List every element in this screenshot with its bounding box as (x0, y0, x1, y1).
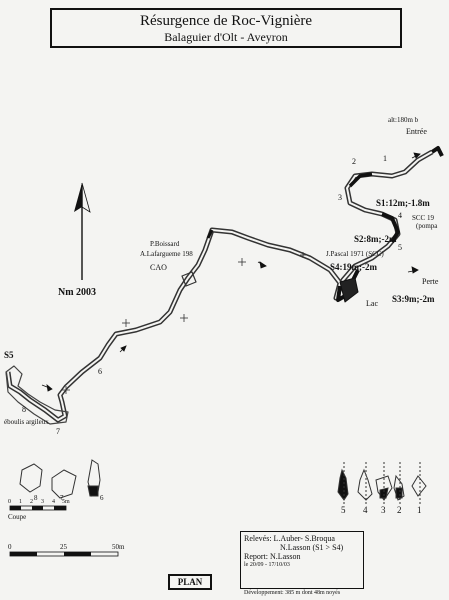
coupe-tick-4: 4 (52, 499, 55, 505)
s1-label: S1:12m;-1.8m (376, 198, 430, 208)
cave-gallery (5, 146, 444, 425)
perte-label: Perte (422, 277, 439, 286)
section-number-1: 1 (383, 154, 387, 163)
credits-releves: Relevés: L.Auber- S.Broqua (244, 534, 335, 543)
coupe-tick-0: 0 (8, 499, 11, 505)
flow-arrows (41, 152, 421, 392)
map-title: Résurgence de Roc-Vignière (139, 13, 313, 29)
north-label: Nm 2003 (58, 287, 97, 298)
right-section-4: 4 (363, 505, 368, 515)
section-number-3: 3 (338, 193, 342, 202)
section-number-4: 4 (398, 211, 402, 220)
development-text: Développement: 385 m dont 48m noyés (244, 590, 341, 596)
credits-lasson: N.Lasson (S1 > S4) (280, 543, 344, 552)
scale-tick-0: 0 (8, 543, 12, 551)
section-number-5: 5 (398, 243, 402, 252)
coupe-scale-bar (9, 505, 67, 511)
section-number-8: 8 (22, 405, 26, 414)
scale-tick-50: 50m (112, 543, 125, 551)
title-box: Résurgence de Roc-Vignière Balaguier d'O… (50, 8, 402, 48)
scale-tick-25: 25 (60, 543, 67, 551)
coupe-label: Coupe (8, 513, 27, 521)
coupe-number-7: 7 (60, 494, 64, 502)
coupe-tick-3: 3 (41, 499, 44, 505)
section-number-2: 2 (352, 157, 356, 166)
right-section-3: 3 (381, 505, 386, 515)
pompage-label: (pompa (416, 222, 438, 230)
coupe-number-6: 6 (100, 494, 104, 502)
scc-label: SCC 19 (412, 214, 434, 222)
map-subtitle: Balaguier d'Olt - Aveyron (164, 30, 288, 44)
right-section-5: 5 (341, 505, 346, 515)
credits-box: Relevés: L.Auber- S.Broqua N.Lasson (S1 … (240, 531, 364, 589)
credits-dates: le 20/09 - 17/10/03 (244, 562, 290, 568)
s4-label: S4:19m;-2m (330, 262, 377, 272)
cao-label: CAO (150, 263, 167, 272)
section-number-7: 7 (56, 427, 60, 436)
altitude-label: alt:180m b (388, 116, 419, 124)
north-arrow-icon (74, 182, 91, 280)
survey-crosses (62, 252, 306, 394)
eboulis-label: éboulis argileux (4, 418, 49, 426)
main-scale-bar (9, 551, 119, 557)
coupe-tick-1: 1 (19, 499, 22, 505)
coupe-sections (19, 459, 101, 499)
right-section-2: 2 (397, 505, 402, 515)
s2-label: S2:8m;-2m (354, 234, 397, 244)
s3-label: S3:9m;-2m (392, 294, 435, 304)
coupe-number-8: 8 (34, 494, 38, 502)
entrance-label: Entrée (406, 127, 427, 136)
lac-label: Lac (366, 299, 378, 308)
credits-report: Report: N.Lasson (244, 552, 301, 561)
coupe-tick-2: 2 (30, 499, 33, 505)
coupe-tick-5: 5m (62, 499, 70, 505)
plan-label: PLAN (168, 574, 212, 590)
section-number-6: 6 (98, 367, 102, 376)
right-sections (337, 462, 427, 506)
jpascal-label: J.Pascal 1971 (SCC) (326, 250, 384, 258)
s5-label: S5 (4, 350, 14, 360)
pboissard-label: P.Boissard (150, 240, 180, 248)
right-section-1: 1 (417, 505, 422, 515)
alafargueme-label: A.Lafargueme 198 (140, 250, 193, 258)
